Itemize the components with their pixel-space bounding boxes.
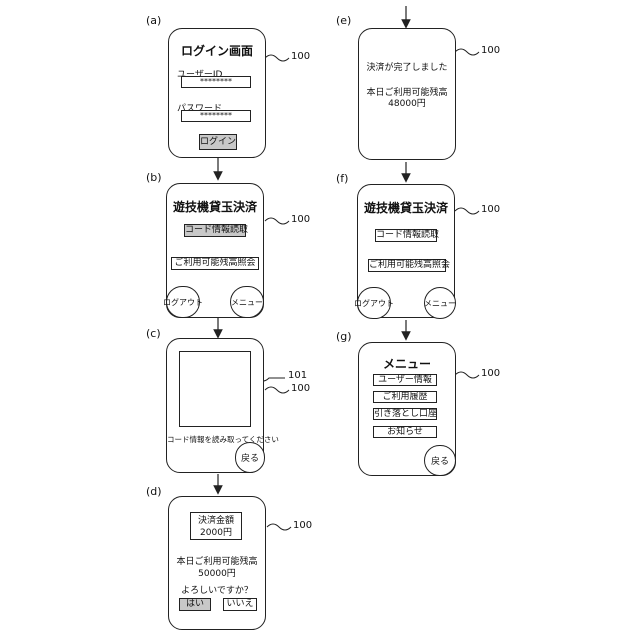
yes-button[interactable]: はい bbox=[179, 598, 211, 611]
leader-a bbox=[265, 55, 289, 61]
phone-menu-screen: メニュー ユーザー情報 ご利用履歴 引き落とし口座 お知らせ 戻る bbox=[358, 342, 456, 476]
phone-confirm-screen: 決済金額 2000円 本日ご利用可能残高 50000円 よろしいですか？ はい … bbox=[168, 496, 266, 630]
menu-item-notices[interactable]: お知らせ bbox=[373, 426, 437, 438]
panel-label-d: (d) bbox=[146, 485, 162, 498]
menu-item-debit-account[interactable]: 引き落とし口座 bbox=[373, 408, 437, 420]
ref-100-b: 100 bbox=[291, 214, 310, 225]
user-id-field[interactable]: ******** bbox=[181, 76, 251, 88]
panel-label-a: (a) bbox=[146, 14, 161, 27]
ref-100-e: 100 bbox=[481, 45, 500, 56]
login-button[interactable]: ログイン bbox=[199, 134, 237, 150]
page-title: 遊技機貸玉決済 bbox=[167, 198, 263, 215]
page-title: メニュー bbox=[359, 355, 455, 372]
phone-payment-screen: 遊技機貸玉決済 コード情報読取 ご利用可能残高照会 ログアウト メニュー bbox=[166, 183, 264, 318]
menu-item-usage-history[interactable]: ご利用履歴 bbox=[373, 391, 437, 403]
phone-complete-screen: 決済が完了しました 本日ご利用可能残高 48000円 bbox=[358, 28, 456, 160]
ref-100-g: 100 bbox=[481, 368, 500, 379]
confirm-text: よろしいですか？ bbox=[169, 583, 265, 596]
panel-label-g: (g) bbox=[336, 330, 352, 343]
menu-button[interactable]: メニュー bbox=[230, 286, 264, 318]
payment-complete-text: 決済が完了しました bbox=[359, 60, 455, 73]
phone-login-screen: ログイン画面 ユーザーID ******** パスワード ******** ログ… bbox=[168, 28, 266, 158]
ref-100-a: 100 bbox=[291, 51, 310, 62]
leader-c-100 bbox=[265, 387, 289, 393]
password-field[interactable]: ******** bbox=[181, 110, 251, 122]
read-code-button[interactable]: コード情報読取 bbox=[375, 229, 437, 242]
balance-inquiry-button[interactable]: ご利用可能残高照会 bbox=[368, 259, 446, 272]
balance-value: 50000円 bbox=[169, 566, 265, 579]
ref-100-d: 100 bbox=[293, 520, 312, 531]
leader-d bbox=[267, 524, 291, 530]
logout-button[interactable]: ログアウト bbox=[166, 286, 200, 318]
code-reader-area bbox=[179, 351, 251, 427]
logout-button[interactable]: ログアウト bbox=[357, 287, 391, 319]
panel-label-f: (f) bbox=[336, 172, 348, 185]
payment-amount-label: 決済金額 bbox=[191, 515, 241, 527]
balance-value: 48000円 bbox=[359, 96, 455, 109]
payment-amount-value: 2000円 bbox=[191, 527, 241, 539]
phone-payment-screen-menu-selected: 遊技機貸玉決済 コード情報読取 ご利用可能残高照会 ログアウト メニュー bbox=[357, 184, 455, 318]
leader-f bbox=[455, 208, 479, 214]
ref-100-c: 100 bbox=[291, 383, 310, 394]
leader-e bbox=[455, 49, 479, 55]
no-button[interactable]: いいえ bbox=[223, 598, 257, 611]
payment-amount-box: 決済金額 2000円 bbox=[190, 512, 242, 540]
page-title: 遊技機貸玉決済 bbox=[358, 199, 454, 216]
leader-g bbox=[455, 372, 479, 378]
menu-button[interactable]: メニュー bbox=[424, 287, 456, 319]
leader-b bbox=[265, 218, 289, 224]
panel-label-c: (c) bbox=[146, 327, 161, 340]
back-button[interactable]: 戻る bbox=[235, 442, 265, 473]
page-title: ログイン画面 bbox=[169, 42, 265, 59]
ref-100-f: 100 bbox=[481, 204, 500, 215]
ref-101-c: 101 bbox=[288, 370, 307, 381]
phone-code-read-screen: コード情報を読み取ってください 戻る bbox=[166, 338, 264, 473]
panel-label-e: (e) bbox=[336, 14, 351, 27]
read-code-button[interactable]: コード情報読取 bbox=[184, 224, 246, 237]
menu-item-user-info[interactable]: ユーザー情報 bbox=[373, 374, 437, 386]
back-button[interactable]: 戻る bbox=[424, 445, 456, 476]
balance-inquiry-button[interactable]: ご利用可能残高照会 bbox=[171, 257, 259, 270]
panel-label-b: (b) bbox=[146, 171, 162, 184]
